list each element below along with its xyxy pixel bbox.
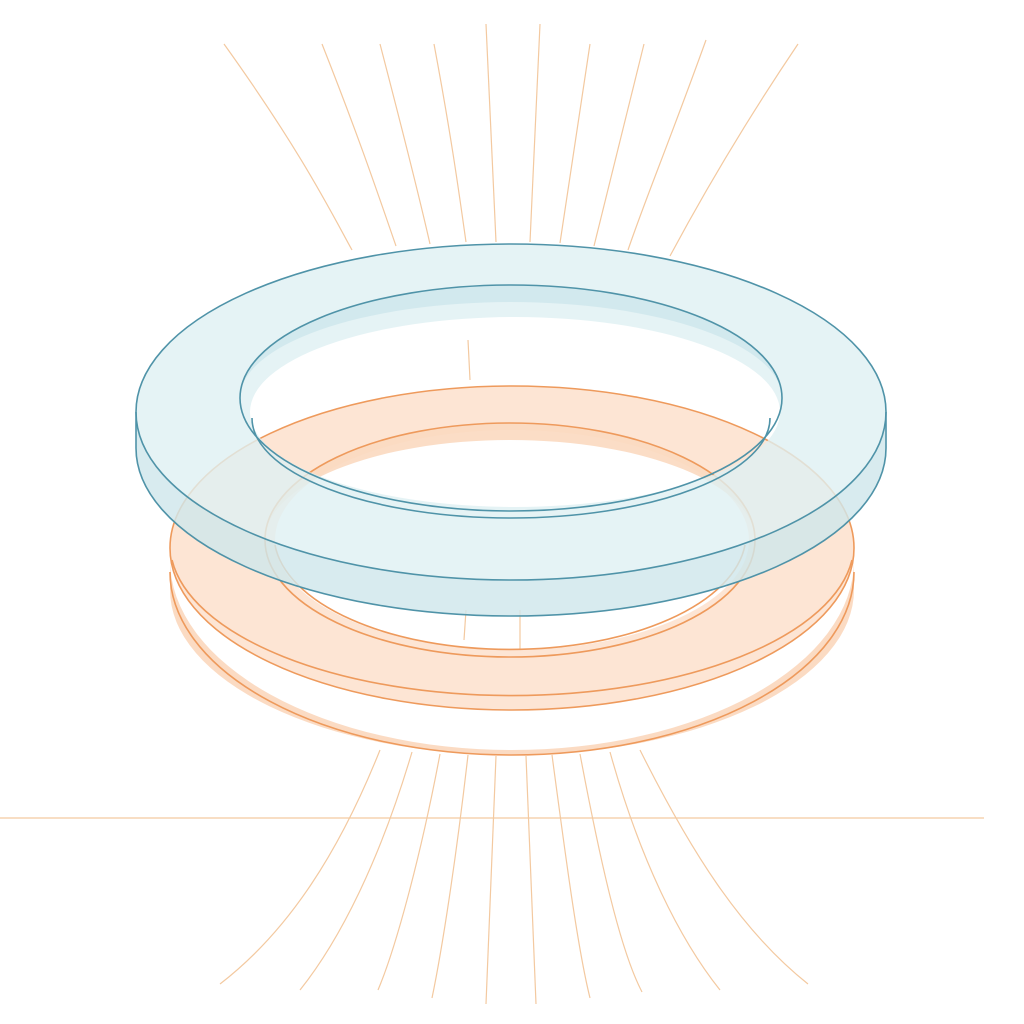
field-line [223, 43, 353, 251]
field-line [321, 43, 397, 247]
bottom-ring-outer-edge [169, 385, 855, 711]
top-ring-inner-lower-edge [251, 417, 771, 519]
top-ring-inner-wall [240, 285, 782, 398]
field-line [379, 43, 431, 245]
field-line [639, 749, 809, 985]
field-lines [0, 23, 984, 1005]
field-line [485, 755, 497, 1005]
top-ring-outer-side [136, 412, 886, 616]
field-line [579, 753, 643, 993]
field-line [485, 23, 497, 243]
bottom-ring-side-edge [171, 559, 853, 697]
field-line [529, 23, 541, 243]
bottom-ring-outer-lower-edge [169, 571, 855, 756]
field-line [467, 339, 471, 381]
field-line [559, 43, 591, 244]
field-line [669, 43, 799, 257]
field-line [609, 751, 721, 991]
bottom-ring-face [170, 386, 854, 710]
field-line [433, 43, 467, 243]
field-line [377, 753, 441, 991]
field-line [219, 749, 381, 985]
bottom-ring-inner-wall [265, 423, 755, 540]
top-ring-inner-edge [239, 284, 783, 512]
bottom-ring-inner-lower-edge [274, 544, 746, 651]
field-line [627, 39, 707, 251]
field-line [299, 751, 413, 991]
field-line [431, 754, 469, 999]
field-line [551, 754, 591, 999]
top-ring-outer-lower-edge [135, 447, 887, 617]
field-line [593, 43, 645, 247]
field-line [525, 755, 537, 1005]
top-ring [135, 243, 887, 617]
